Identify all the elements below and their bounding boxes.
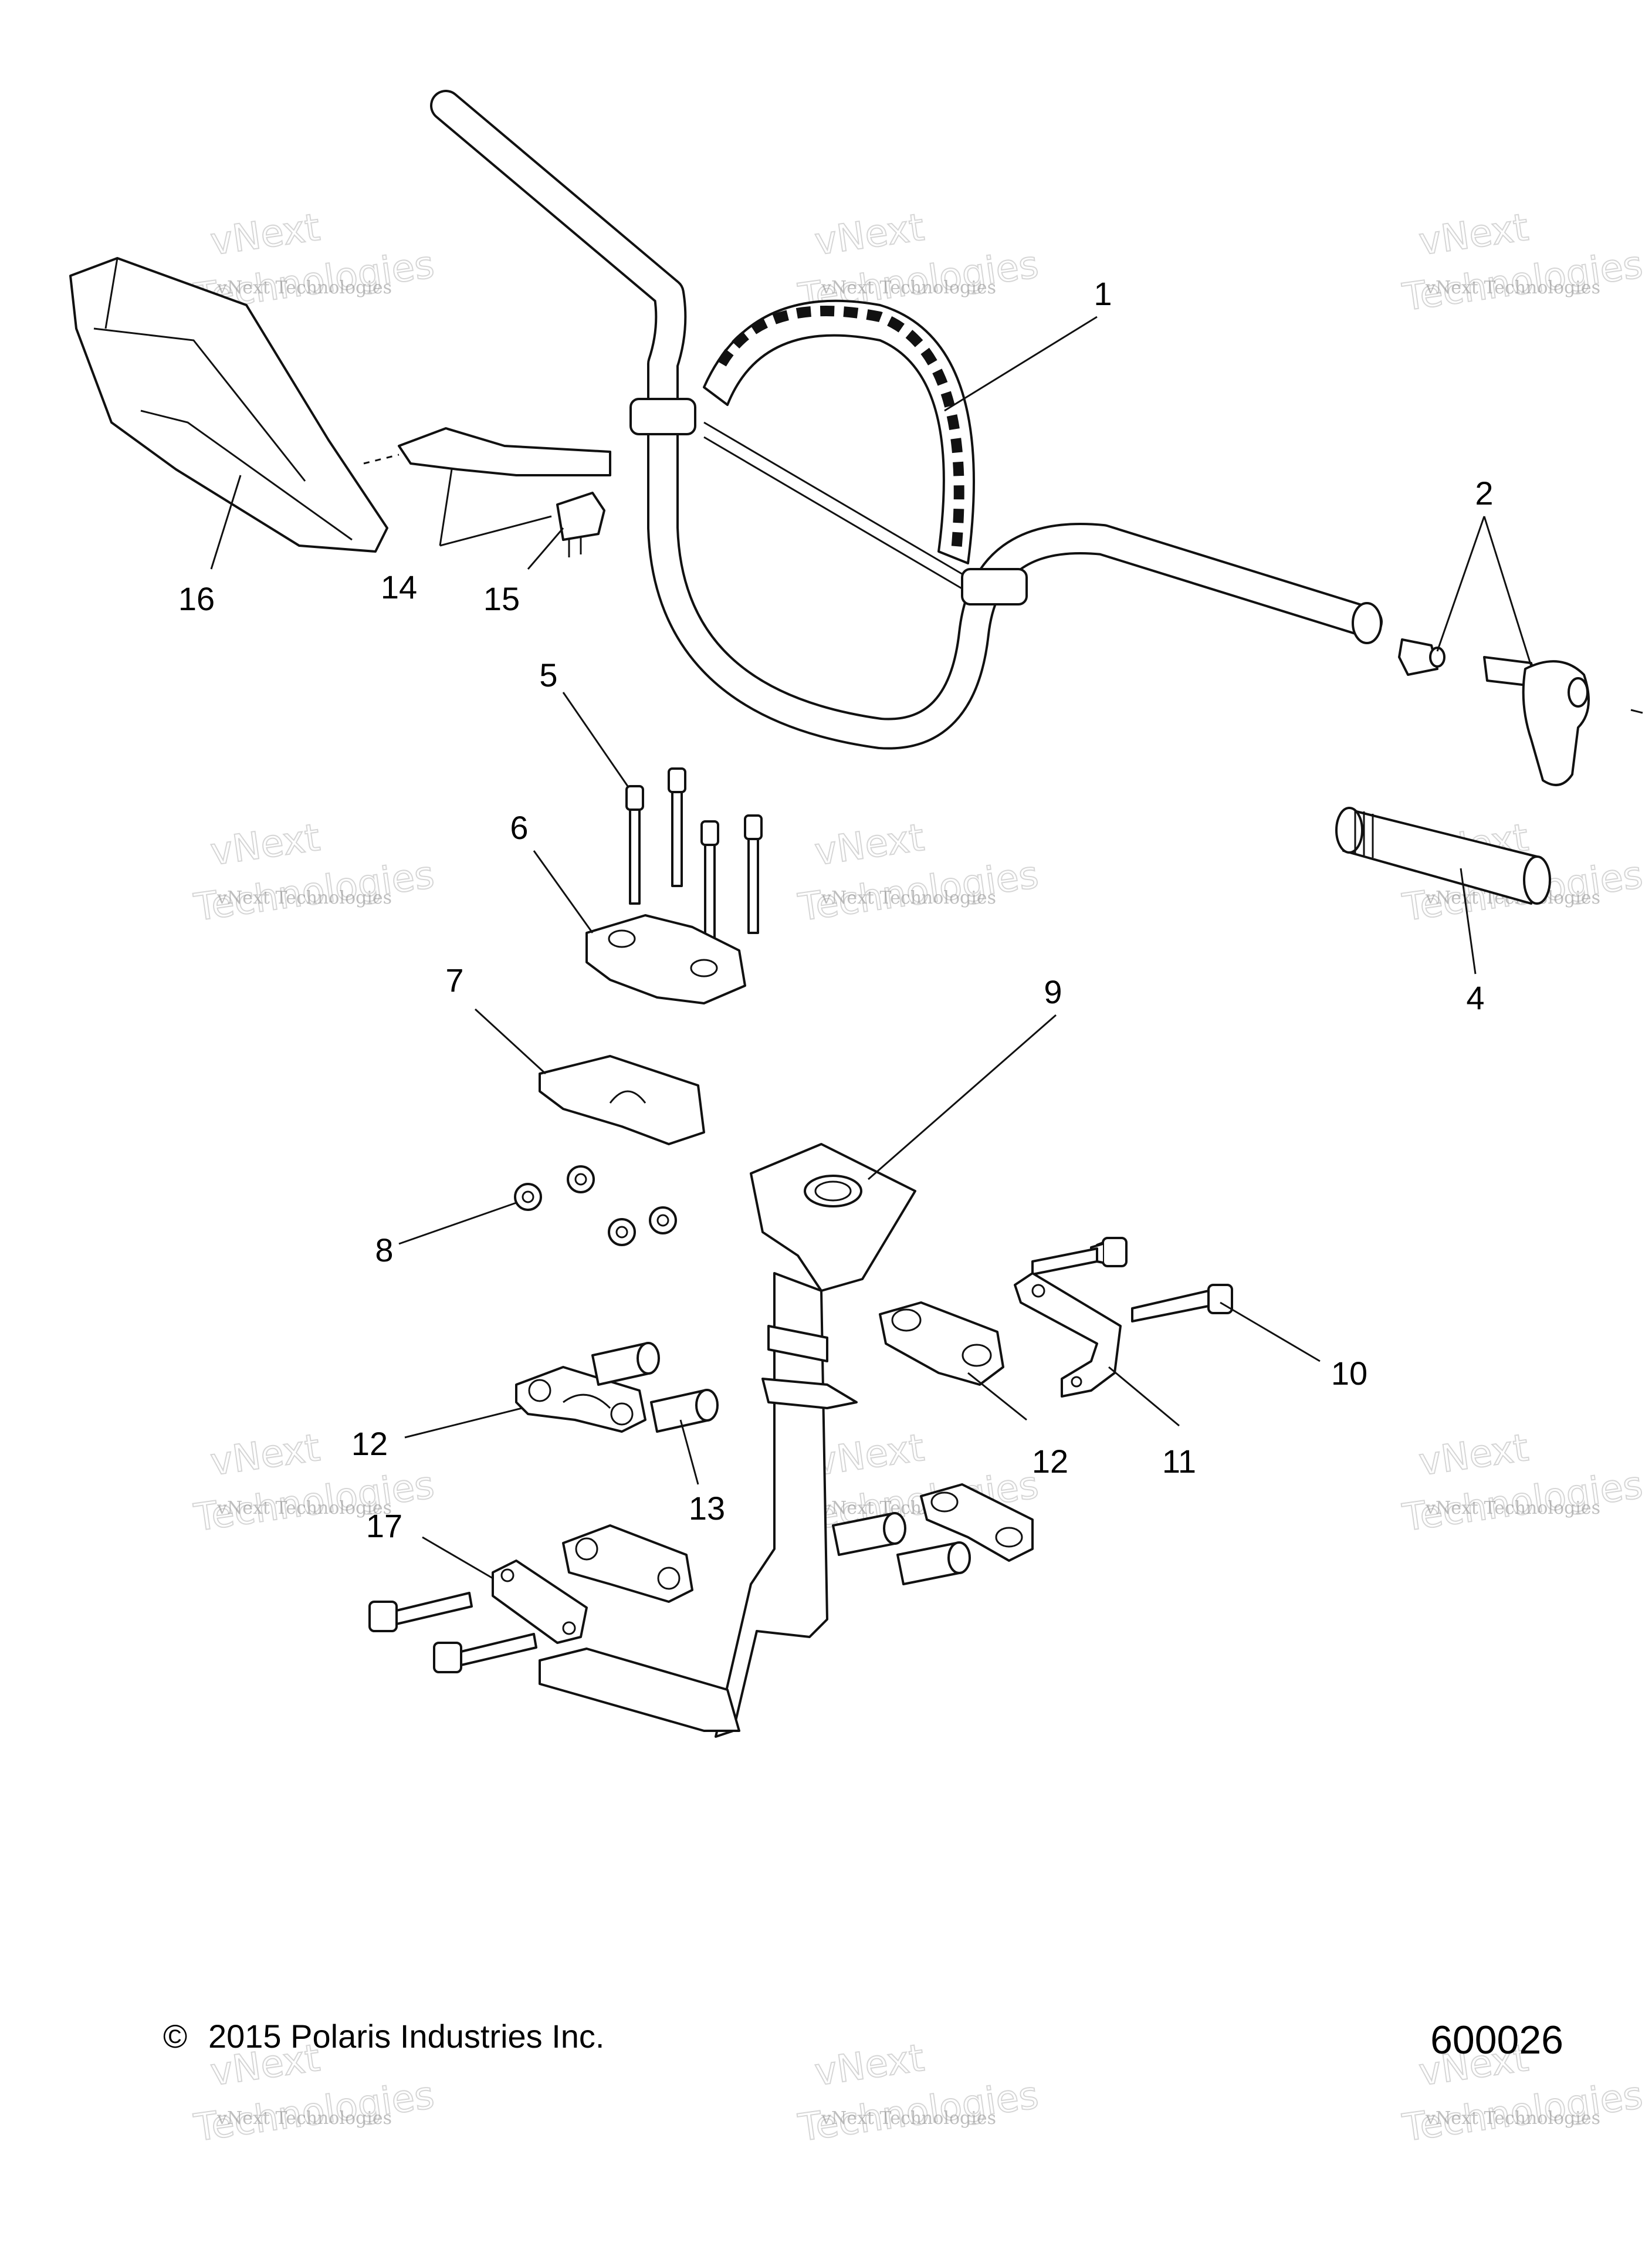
watermark-text: vNext [812,206,926,264]
pivot-bolts [1031,1237,1233,1322]
watermark-text: vNext Technologies [1425,278,1600,298]
watermark-text: vNext [812,2037,926,2095]
watermark: vNext Technologies vNext Technologies [795,816,1041,931]
post-foot [539,1648,740,1732]
watermark: vNext Technologies vNext Technologies [1399,205,1646,320]
watermark-text: vNext Technologies [216,278,392,298]
watermark-text: vNext [1416,206,1531,264]
flange-bolt [1131,1284,1233,1322]
callout-1: 1 [1094,275,1112,312]
bar-clamp [961,568,1028,605]
callouts: 1 2 4 5 6 7 8 9 10 11 12 12 13 14 15 16 … [178,275,1494,1544]
bolt [700,820,719,940]
upper-clamp [585,914,746,1004]
callout-17: 17 [366,1507,402,1544]
watermark-text: vNext [812,816,926,874]
callout-16: 16 [178,580,215,617]
bar-clamp [629,398,696,435]
callout-13: 13 [689,1490,725,1527]
handlebar-end [1352,602,1382,644]
callout-6: 6 [510,809,528,846]
callout-4: 4 [1466,979,1484,1016]
watermark-text: vNext Technologies [216,888,392,908]
steering-post [539,1143,916,1738]
watermark: vNext Technologies vNext Technologies [795,2036,1041,2151]
watermark: vNext Technologies vNext Technologies [191,816,437,931]
callout-11: 11 [1162,1443,1196,1480]
pivot-block [515,1366,646,1433]
watermark-text: vNext Technologies [821,278,996,298]
watermark-text: vNext [1416,1426,1531,1484]
watermark-text: vNext Technologies [216,1498,392,1518]
watermark-text: vNext Technologies [821,2108,996,2129]
grip [1335,807,1551,905]
watermark-text: vNext [812,1426,926,1484]
clamp-bolts [625,767,763,940]
watermark-text: vNext [208,1426,322,1484]
post-collar [767,1325,828,1362]
pivot-block [920,1483,1034,1562]
watermark-text: vNext [208,816,322,874]
watermark-text: vNext Technologies [821,888,996,908]
callout-9: 9 [1044,973,1062,1010]
copyright-symbol: © [163,2018,187,2055]
leader-lines [210,316,1532,1579]
bushings [591,1342,971,1585]
nut [608,1218,636,1246]
link-bolts [368,1592,537,1673]
pivot-block [562,1524,693,1603]
nut [514,1183,542,1211]
throttle-spacer [1398,638,1438,676]
lower-clamp [539,1055,705,1145]
bushing [591,1342,660,1386]
bushing [650,1389,719,1433]
callout-7: 7 [445,962,463,999]
flange-bolt [1031,1237,1128,1276]
bushing [896,1541,971,1585]
watermarks: vNext Technologies vNext Technologies vN… [191,205,1646,2151]
callout-2: 2 [1475,475,1493,512]
watermark: vNext Technologies vNext Technologies [1399,1426,1646,1541]
nut [649,1206,677,1234]
bracket [1014,1272,1122,1398]
copyright-text: 2015 Polaris Industries Inc. [208,2018,604,2055]
flange-bolt [433,1633,537,1673]
link-plate [492,1559,588,1644]
throttle-assembly [1398,638,1643,786]
mirror [69,257,388,553]
bushing [832,1512,906,1556]
bolt [744,814,763,934]
callout-10: 10 [1331,1355,1367,1392]
figure-number: 600026 [1430,2018,1563,2062]
flange-bolt [368,1592,473,1632]
crossbar-pad [703,299,975,564]
watermark-text: vNext [208,206,322,264]
watermark-text: vNext Technologies [1425,2108,1600,2129]
mirror-mount-arm [363,427,611,476]
callout-12: 12 [351,1425,388,1462]
callout-5: 5 [539,657,557,694]
watermark-text: vNext Technologies [1425,1498,1600,1518]
crossbar [703,421,974,582]
handlebar [430,90,1383,750]
mirror-clamp [556,492,605,557]
callout-14: 14 [381,569,417,605]
callout-15: 15 [483,580,520,617]
nut [567,1165,595,1193]
callout-8: 8 [375,1232,393,1268]
footer: © 2015 Polaris Industries Inc. 600026 [163,2018,1563,2062]
callout-12: 12 [1032,1443,1068,1480]
pivot-block [879,1301,1004,1386]
nuts [514,1165,677,1246]
watermark-text: vNext Technologies [216,2108,392,2129]
bolt [625,785,644,905]
bolt [668,767,686,887]
